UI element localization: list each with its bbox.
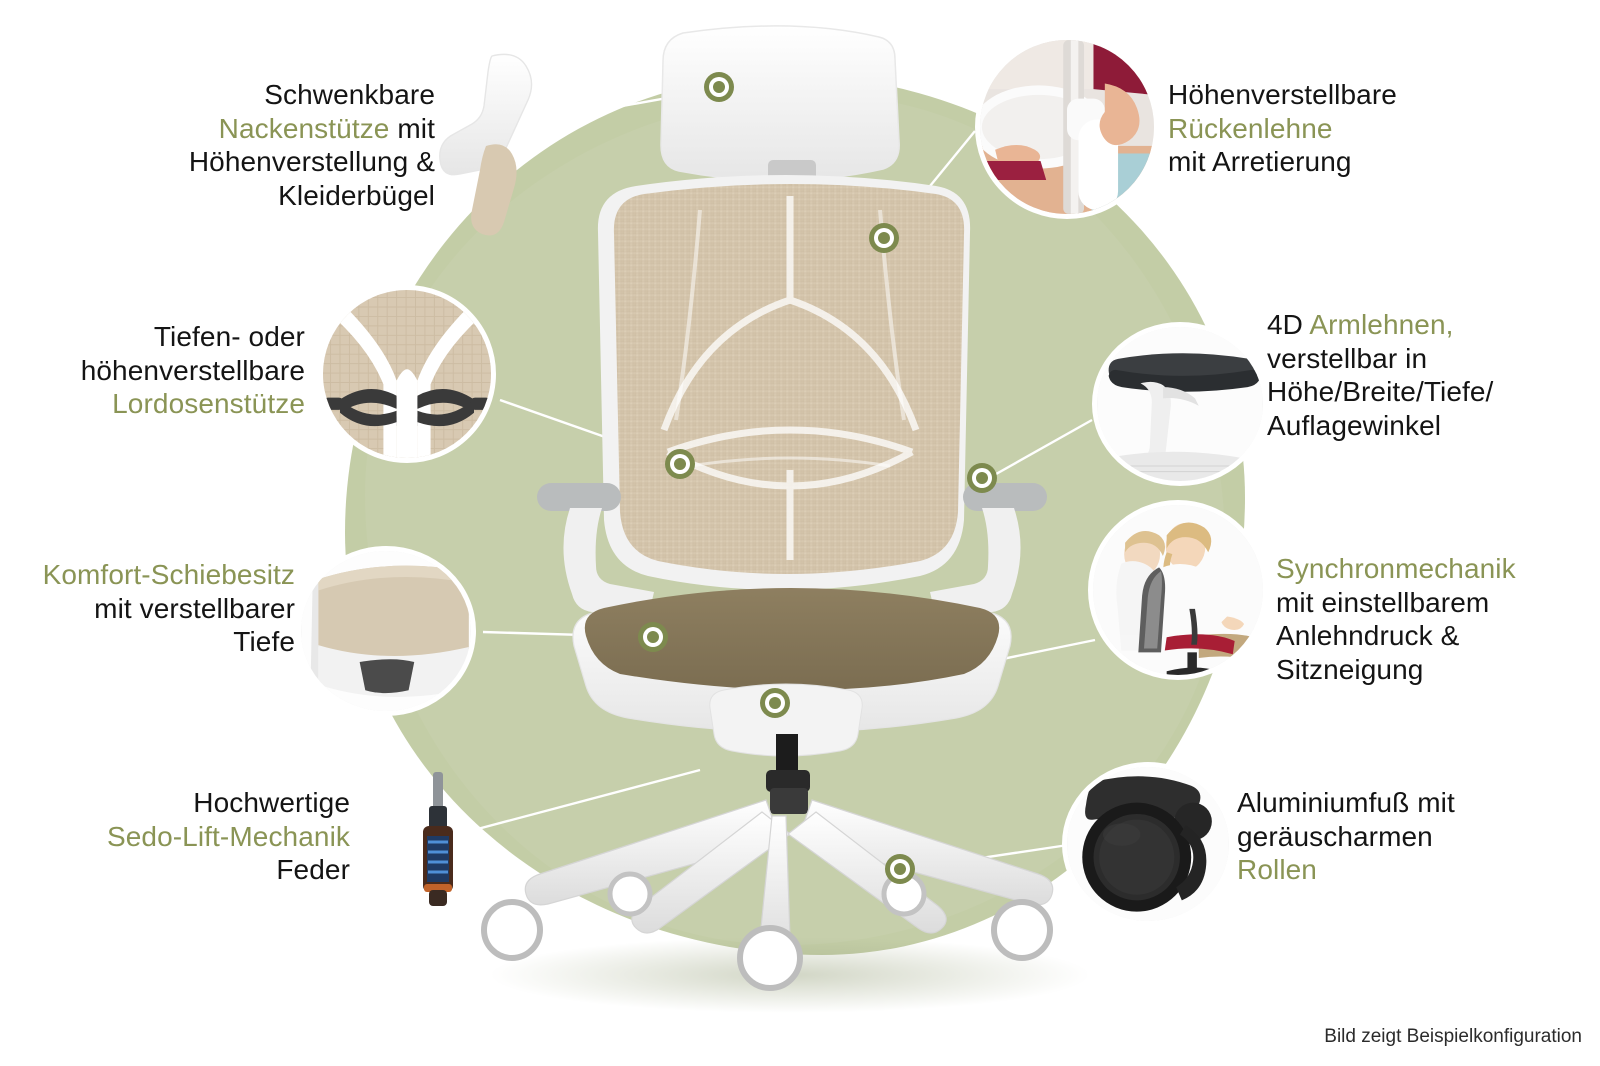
callout-line: mit verstellbarer (0, 592, 295, 626)
callout-line: Kleiderbügel (60, 179, 435, 213)
callout-text: Aluminiumfuß mit (1237, 787, 1455, 818)
callout-line: Höhe/Breite/Tiefe/ (1267, 375, 1597, 409)
inset-photo-synchronmechanik (1088, 500, 1268, 680)
marker-rueckenlehne[interactable] (869, 223, 899, 253)
callout-line: mit einstellbarem (1276, 586, 1596, 620)
callout-line: Sedo-Lift-Mechanik (60, 820, 350, 854)
callout-text: höhenverstellbare (80, 354, 305, 386)
footnote-disclaimer: Bild zeigt Beispielkonfiguration (1324, 1026, 1582, 1047)
marker-rollen[interactable] (885, 854, 915, 884)
callout-text: Sitzneigung (1276, 653, 1424, 685)
inset-photo-rollen (1062, 762, 1234, 926)
callout-text: mit (389, 112, 435, 144)
callout-line: Hochwertige (60, 786, 350, 820)
marker-lordosenstuetze[interactable] (665, 449, 695, 479)
callout-line: Anlehndruck & (1276, 619, 1596, 653)
callout-line: mit Arretierung (1168, 145, 1588, 179)
part-sedo-lift-feder (423, 772, 453, 906)
callout-line: Lordosenstütze (0, 387, 305, 421)
marker-armlehnen[interactable] (967, 463, 997, 493)
inset-photo-schiebesitz (296, 546, 476, 716)
callout-line: geräuscharmen (1237, 820, 1577, 854)
callout-line: Tiefe (0, 625, 295, 659)
callout-text: Schwenkbare (264, 79, 435, 110)
callout-line: Aluminiumfuß mit (1237, 786, 1577, 820)
callout-line: 4D Armlehnen, (1267, 308, 1597, 342)
callout-text: Feder (276, 854, 350, 886)
inset-photo-rueckenlehne (975, 35, 1159, 219)
callout-line: Nackenstütze mit (60, 112, 435, 146)
inset-photo-lordosenstuetze (318, 285, 496, 463)
callout-text: Anlehndruck & (1276, 620, 1460, 652)
callout-line: Rückenlehne (1168, 112, 1588, 146)
callout-line: Tiefen- oder (0, 320, 305, 354)
marker-nackenstuetze[interactable] (704, 72, 734, 102)
callout-highlight: Nackenstütze (218, 112, 390, 144)
callout-text: Tiefe (233, 626, 295, 658)
callout-text: Höhenverstellung & (188, 146, 435, 178)
callout-text: 4D (1267, 309, 1310, 340)
callout-line: verstellbar in (1267, 342, 1597, 376)
callout-text: mit verstellbarer (94, 592, 295, 624)
callout-line: höhenverstellbare (0, 354, 305, 388)
callout-highlight: Rollen (1237, 854, 1317, 886)
callout-text: Höhenverstellbare (1168, 79, 1397, 110)
callout-line: Höhenverstellung & (60, 145, 435, 179)
callout-highlight: Komfort-Schiebesitz (42, 559, 295, 590)
callout-text: Höhe/Breite/Tiefe/ (1267, 376, 1494, 408)
callout-text: verstellbar in (1267, 342, 1428, 374)
callout-text: Auflagewinkel (1267, 409, 1442, 441)
callout-line: Synchronmechanik (1276, 552, 1596, 586)
callout-text: mit einstellbarem (1276, 586, 1490, 618)
callout-line: Auflagewinkel (1267, 409, 1597, 443)
callout-line: Höhenverstellbare (1168, 78, 1588, 112)
callout-highlight: Lordosenstütze (112, 388, 305, 420)
marker-synchronmechanik[interactable] (760, 688, 790, 718)
callout-line: Sitzneigung (1276, 653, 1596, 687)
callout-highlight: Synchronmechanik (1276, 553, 1516, 584)
callout-text: Kleiderbügel (278, 179, 435, 211)
callout-text: Hochwertige (193, 787, 350, 818)
callout-line: Komfort-Schiebesitz (0, 558, 295, 592)
inset-photo-armlehne (1092, 322, 1268, 486)
marker-schiebesitz[interactable] (638, 622, 668, 652)
callout-text: geräuscharmen (1237, 820, 1433, 852)
callout-text: mit Arretierung (1168, 146, 1352, 178)
callout-line: Rollen (1237, 853, 1577, 887)
callout-line: Feder (60, 853, 350, 887)
callout-highlight: Sedo-Lift-Mechanik (106, 820, 350, 852)
callout-text: Tiefen- oder (153, 321, 305, 352)
callout-highlight: Armlehnen, (1309, 309, 1454, 340)
callout-highlight: Rückenlehne (1168, 112, 1333, 144)
callout-line: Schwenkbare (60, 78, 435, 112)
part-nackenstuetze-seitlich (439, 53, 533, 236)
